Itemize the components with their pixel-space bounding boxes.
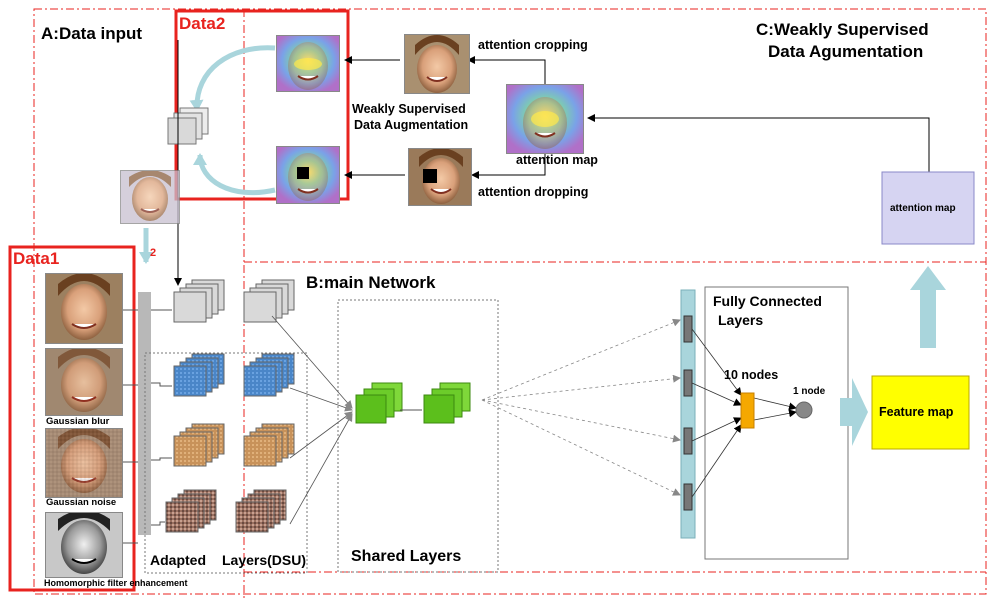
- dsu-blue-stack-layer: [243, 365, 277, 397]
- attention-drop-face-image: [408, 148, 472, 206]
- adapted-label: Adapted: [150, 552, 206, 568]
- ten-nodes-label: 10 nodes: [724, 368, 779, 382]
- one-node-label: 1 node: [793, 386, 826, 397]
- adapted-textured-stack: [165, 489, 217, 533]
- wsda-label-line1: Weakly Supervised: [352, 102, 466, 116]
- adapted-blue-stack: [173, 353, 225, 397]
- attention-cropping-label: attention cropping: [478, 38, 588, 52]
- gaussian-noise-face-image: [45, 428, 123, 498]
- adapted-orange-stack-layer: [173, 435, 207, 467]
- shared-layers-label: Shared Layers: [351, 548, 462, 565]
- data2-label: Data2: [179, 14, 226, 33]
- adapted-textured-stack-layer: [165, 501, 199, 533]
- dropped-heatmap-face-image: [276, 146, 340, 204]
- section-c-title-line2: Data Agumentation: [768, 42, 924, 61]
- attention-map-box-label: attention map: [890, 203, 956, 214]
- attention-crop-face-image: [404, 34, 470, 94]
- gaussian-noise-label: Gaussian noise: [46, 497, 117, 508]
- data1-label: Data1: [13, 249, 60, 268]
- original-face-image: [45, 273, 123, 344]
- fc-label-line1: Fully Connected: [713, 293, 822, 309]
- section-a-title: A:Data input: [41, 24, 143, 43]
- gaussian-blur-label: Gaussian blur: [46, 416, 110, 427]
- gaussian-blur-face-image: [45, 348, 123, 416]
- dsu-gray-stack: [243, 279, 295, 323]
- dsu-orange-stack-layer: [243, 435, 277, 467]
- layers-dsu-label: Layers(DSU): [222, 552, 307, 568]
- adapted-orange-stack: [173, 423, 225, 467]
- adapted-blue-stack-layer: [173, 365, 207, 397]
- section-c-title-line1: C:Weakly Supervised: [756, 20, 929, 39]
- homomorphic-face-image: [45, 512, 123, 578]
- attention-dropping-label: attention dropping: [478, 185, 589, 199]
- dsu-textured-stack-layer: [235, 501, 269, 533]
- attention-map-label: attention map: [516, 153, 598, 167]
- fc-label-line2: Layers: [718, 312, 764, 328]
- adapted-gray-stack: [173, 279, 225, 323]
- adapted-gray-stack-layer: [173, 291, 207, 323]
- augmented-input-face-image: [120, 170, 180, 224]
- dsu-textured-stack: [235, 489, 287, 533]
- dsu-gray-stack-layer: [243, 291, 277, 323]
- dsu-orange-stack: [243, 423, 295, 467]
- feature-map-label: Feature map: [879, 405, 954, 419]
- homomorphic-label: Homomorphic filter enhancement: [44, 578, 188, 588]
- cropped-heatmap-face-image: [276, 35, 340, 92]
- step-number-label: 2: [150, 247, 157, 259]
- attention-map-face-image: [506, 84, 584, 154]
- dsu-blue-stack: [243, 353, 295, 397]
- section-b-title: B:main Network: [306, 273, 436, 292]
- wsda-label-line2: Data Augmentation: [354, 118, 469, 132]
